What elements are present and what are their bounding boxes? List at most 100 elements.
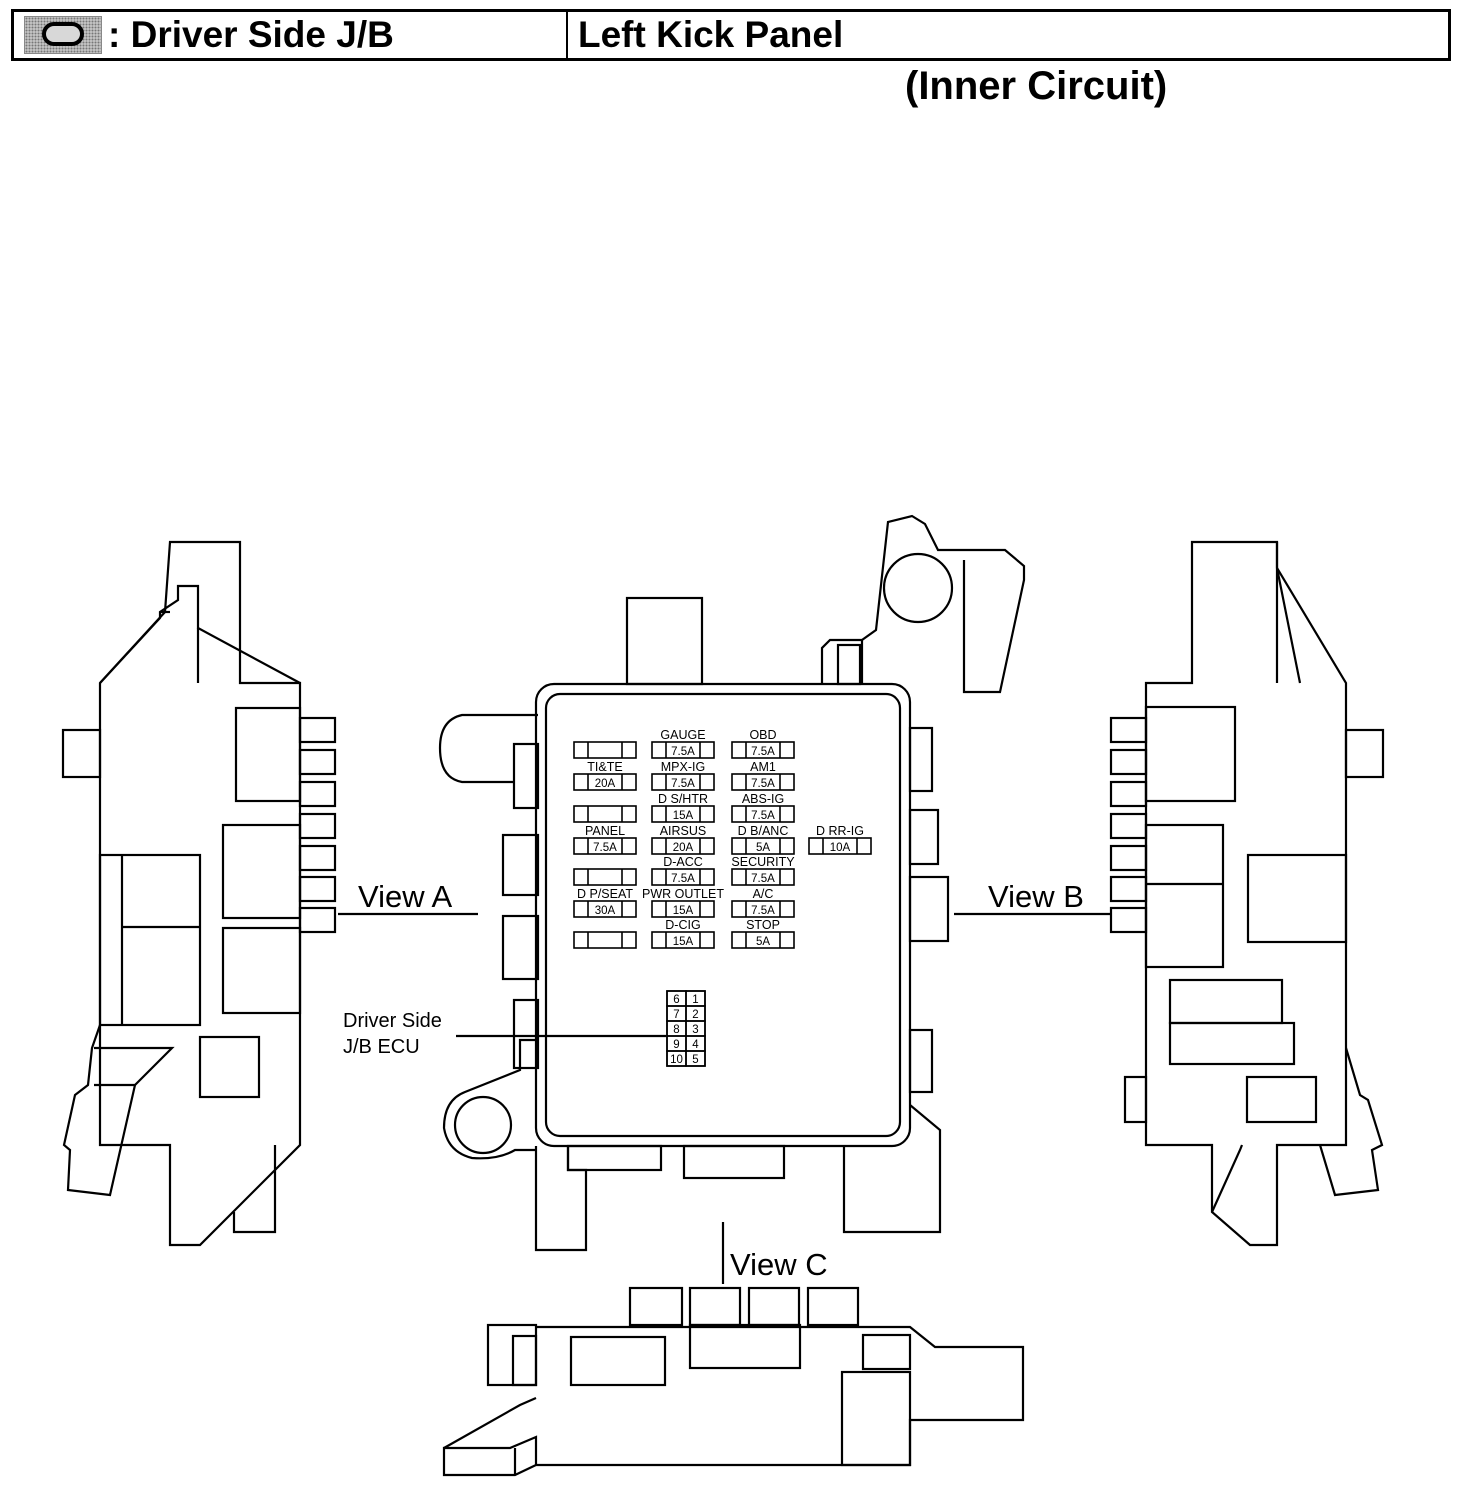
fuse-slot: D-ACC 7.5A (651, 855, 715, 886)
fuse-rating: 7.5A (751, 905, 775, 917)
fuse-rating: 7.5A (751, 746, 775, 758)
fuse-body (651, 741, 715, 759)
fuse-name: A/C (753, 887, 774, 901)
fuse-slot: AM1 7.5A (731, 760, 795, 791)
fuse-name: MPX-IG (661, 760, 705, 774)
view-callouts: View A View B View C Driver Side J/B ECU (338, 879, 1110, 1284)
fuse-name: ABS-IG (742, 792, 784, 806)
diagram-subtitle: (Inner Circuit) (905, 64, 1168, 108)
fuse-name: PANEL (585, 824, 625, 838)
ecu-label-line1: Driver Side (343, 1010, 442, 1032)
fuse-body (651, 837, 715, 855)
fuse-name: D P/SEAT (577, 887, 633, 901)
component-location: Left Kick Panel (578, 14, 844, 55)
fuse-slot: A/C 7.5A (731, 887, 795, 918)
fuse-name: D RR-IG (816, 824, 864, 838)
fuse-rating: 5A (756, 842, 770, 854)
fuse-rating: 10A (830, 842, 851, 854)
fuse-body (573, 931, 637, 949)
fuse-name: GAUGE (660, 728, 705, 742)
ecu-pin-number: 6 (673, 994, 679, 1006)
fuse-body (731, 741, 795, 759)
fuse-rating: 7.5A (593, 842, 617, 854)
fuse-name: D-CIG (665, 918, 700, 932)
fuse-name: AIRSUS (660, 824, 707, 838)
fuse-body (573, 805, 637, 823)
ecu-label-line2: J/B ECU (343, 1036, 420, 1058)
fuse-rating: 7.5A (671, 746, 695, 758)
fuse-rating: 7.5A (751, 810, 775, 822)
fuse-body (651, 900, 715, 918)
ecu-pin-cell (685, 1050, 706, 1067)
fuse-name: STOP (746, 918, 780, 932)
fuse-body (573, 900, 637, 918)
fuse-name: D-ACC (663, 855, 703, 869)
fuse-body (573, 773, 637, 791)
header-location-cell: Left Kick Panel (568, 12, 1448, 58)
fuse-slot: STOP 5A (731, 918, 795, 949)
fuse-slot (573, 805, 637, 823)
fuse-slot: D RR-IG 10A (808, 824, 872, 855)
view-b-side-drawing (1109, 540, 1385, 1247)
fuse-body (573, 741, 637, 759)
fuse-slot: D B/ANC 5A (731, 824, 795, 855)
fuse-name: D B/ANC (738, 824, 789, 838)
fuse-rating: 7.5A (751, 873, 775, 885)
fuse-name: OBD (749, 728, 776, 742)
fuse-body (731, 868, 795, 886)
view-a-side-drawing (61, 540, 337, 1247)
fuse-rating: 30A (595, 905, 616, 917)
view-b-label: View B (988, 879, 1084, 914)
fuse-name: SECURITY (731, 855, 795, 869)
fuse-body (731, 773, 795, 791)
ecu-pin-number: 7 (673, 1009, 679, 1021)
fuse-rating: 7.5A (671, 873, 695, 885)
fuse-rating: 5A (756, 936, 770, 948)
ecu-pin-number: 8 (673, 1024, 679, 1036)
ecu-pin-number: 10 (670, 1054, 683, 1066)
fuse-rating: 15A (673, 810, 694, 822)
fuse-slot: AIRSUS 20A (651, 824, 715, 855)
fuse-body (731, 900, 795, 918)
fuse-slot: SECURITY 7.5A (731, 855, 795, 886)
ecu-pin-number: 1 (692, 994, 698, 1006)
fuse-rating: 7.5A (671, 778, 695, 790)
fuse-body (651, 868, 715, 886)
fuse-body (651, 931, 715, 949)
view-c-label: View C (730, 1247, 828, 1282)
ecu-pin-number: 4 (692, 1039, 699, 1051)
fuse-slot: PANEL 7.5A (573, 824, 637, 855)
fuse-body (651, 805, 715, 823)
connector-oval-icon (24, 16, 102, 54)
fuse-slot: ABS-IG 7.5A (731, 792, 795, 823)
component-name: : Driver Side J/B (108, 14, 394, 55)
fuse-body (731, 931, 795, 949)
fuse-body (731, 805, 795, 823)
fuse-slot: D P/SEAT 30A (573, 887, 637, 918)
fuse-rating: 15A (673, 936, 694, 948)
fuse-body (573, 868, 637, 886)
fuse-name: AM1 (750, 760, 776, 774)
fuse-body (808, 837, 872, 855)
view-a-label: View A (358, 879, 453, 914)
fuse-body (731, 837, 795, 855)
fuse-body (651, 773, 715, 791)
fuse-slot (573, 931, 637, 949)
fuse-slot: MPX-IG 7.5A (651, 760, 715, 791)
fuse-slot: D-CIG 15A (651, 918, 715, 949)
fuse-rating: 7.5A (751, 778, 775, 790)
ecu-pin-number: 5 (692, 1054, 698, 1066)
view-c-bottom-drawing (442, 1286, 1025, 1477)
fuse-slot: GAUGE 7.5A (651, 728, 715, 759)
fuse-rating: 20A (673, 842, 694, 854)
fuse-slot (573, 868, 637, 886)
fuse-rating: 20A (595, 778, 616, 790)
fuse-rating: 15A (673, 905, 694, 917)
